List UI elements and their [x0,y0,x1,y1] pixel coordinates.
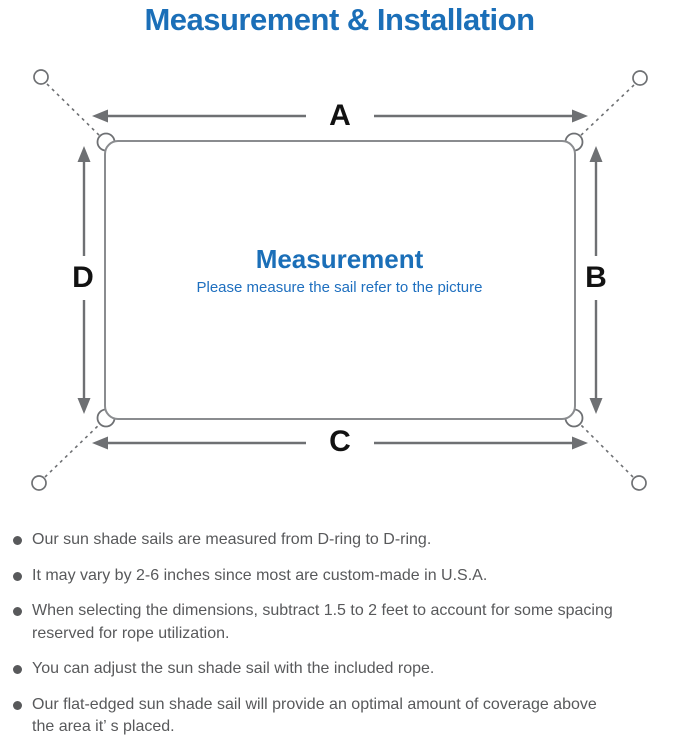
rope-dashed-lines [44,83,635,478]
note-text: When selecting the dimensions, subtract … [32,602,613,619]
note-text: the area it’ s placed. [32,718,175,735]
diagram-canvas [31,69,648,491]
diagram-center-title: Measurement [255,244,424,274]
sail-outline [104,140,576,420]
list-item: Our sun shade sails are measured from D-… [13,529,673,552]
note-text: You can adjust the sun shade sail with t… [32,660,435,677]
dimension-label-d: D [72,261,94,294]
note-text: reserved for rope utilization. [32,624,230,642]
dimension-arrow-d [77,146,91,414]
sail-measurement-diagram: A B C D Measurement Please measure the s… [31,69,648,491]
list-item: You can adjust the sun shade sail with t… [13,658,673,681]
list-item: It may vary by 2-6 inches since most are… [13,565,673,588]
list-item: Our flat-edged sun shade sail will provi… [13,694,673,739]
bullet-icon [13,700,22,710]
bullet-icon [13,571,22,581]
dimension-label-b: B [585,261,607,294]
diagram-center-subtitle: Please measure the sail refer to the pic… [196,279,483,296]
note-text: Our sun shade sails are measured from D-… [32,531,432,548]
dimension-arrow-b [589,146,603,414]
bullet-icon [13,665,22,674]
anchor-point-icons [31,69,648,491]
dimension-label-a: A [329,99,351,132]
dimension-arrow-a [92,109,588,123]
note-text: It may vary by 2-6 inches since most are… [32,566,488,584]
dimension-arrow-c [92,436,588,450]
list-item: When selecting the dimensions, subtract … [13,600,673,645]
note-text: Our flat-edged sun shade sail will provi… [32,695,597,713]
page-title: Measurement & Installation [144,2,535,37]
measurement-notes-list: Our sun shade sails are measured from D-… [13,529,673,739]
bullet-icon [13,536,22,545]
dimension-label-c: C [329,425,351,458]
bullet-icon [13,607,22,616]
